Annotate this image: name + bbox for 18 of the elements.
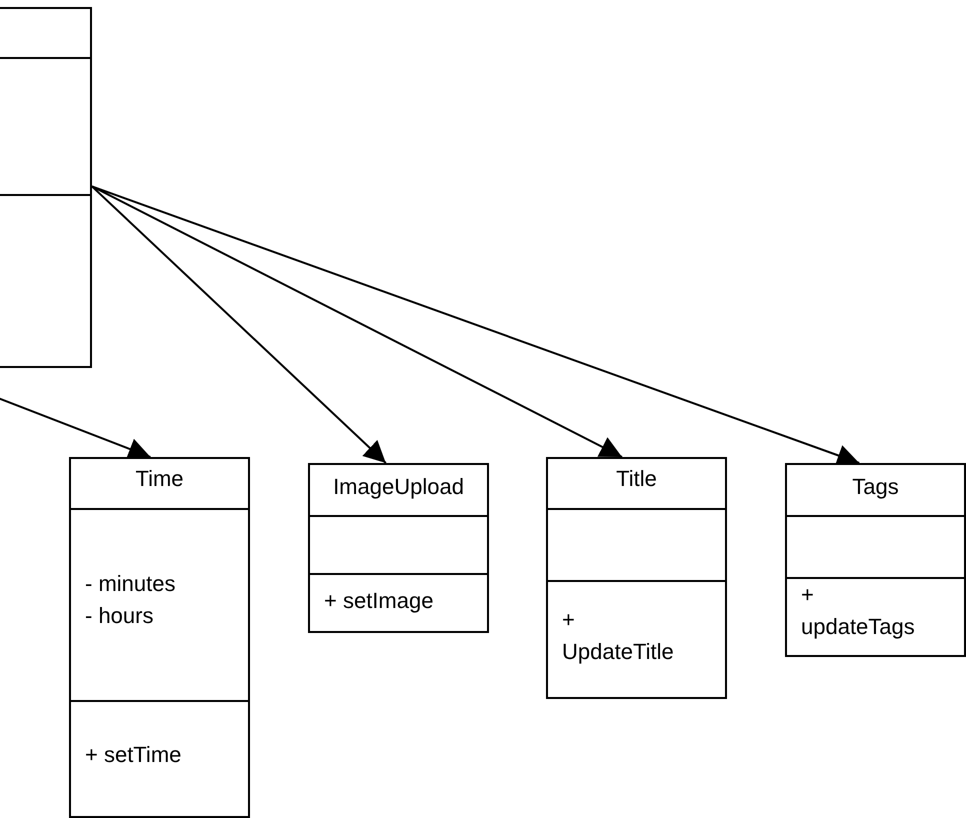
class-name: Time (134, 465, 185, 493)
class-box (0, 7, 92, 368)
class-name: ImageUpload (332, 473, 465, 501)
method-name: + setImage (324, 587, 434, 615)
arrow (0, 397, 151, 460)
class-box (69, 457, 250, 818)
method-name: + UpdateTitle (562, 606, 675, 666)
class-name: Title (615, 465, 658, 493)
class-box (546, 457, 727, 699)
method-name: + updateTags (801, 581, 916, 641)
class-box (308, 463, 489, 633)
arrow (91, 186, 387, 464)
class-name: Tags (851, 473, 900, 501)
arrow (92, 185, 860, 466)
method-name: + setTime (85, 741, 182, 769)
arrow (92, 186, 622, 458)
attribute-list: - minutes - hours (85, 568, 183, 632)
class-box (785, 463, 966, 657)
